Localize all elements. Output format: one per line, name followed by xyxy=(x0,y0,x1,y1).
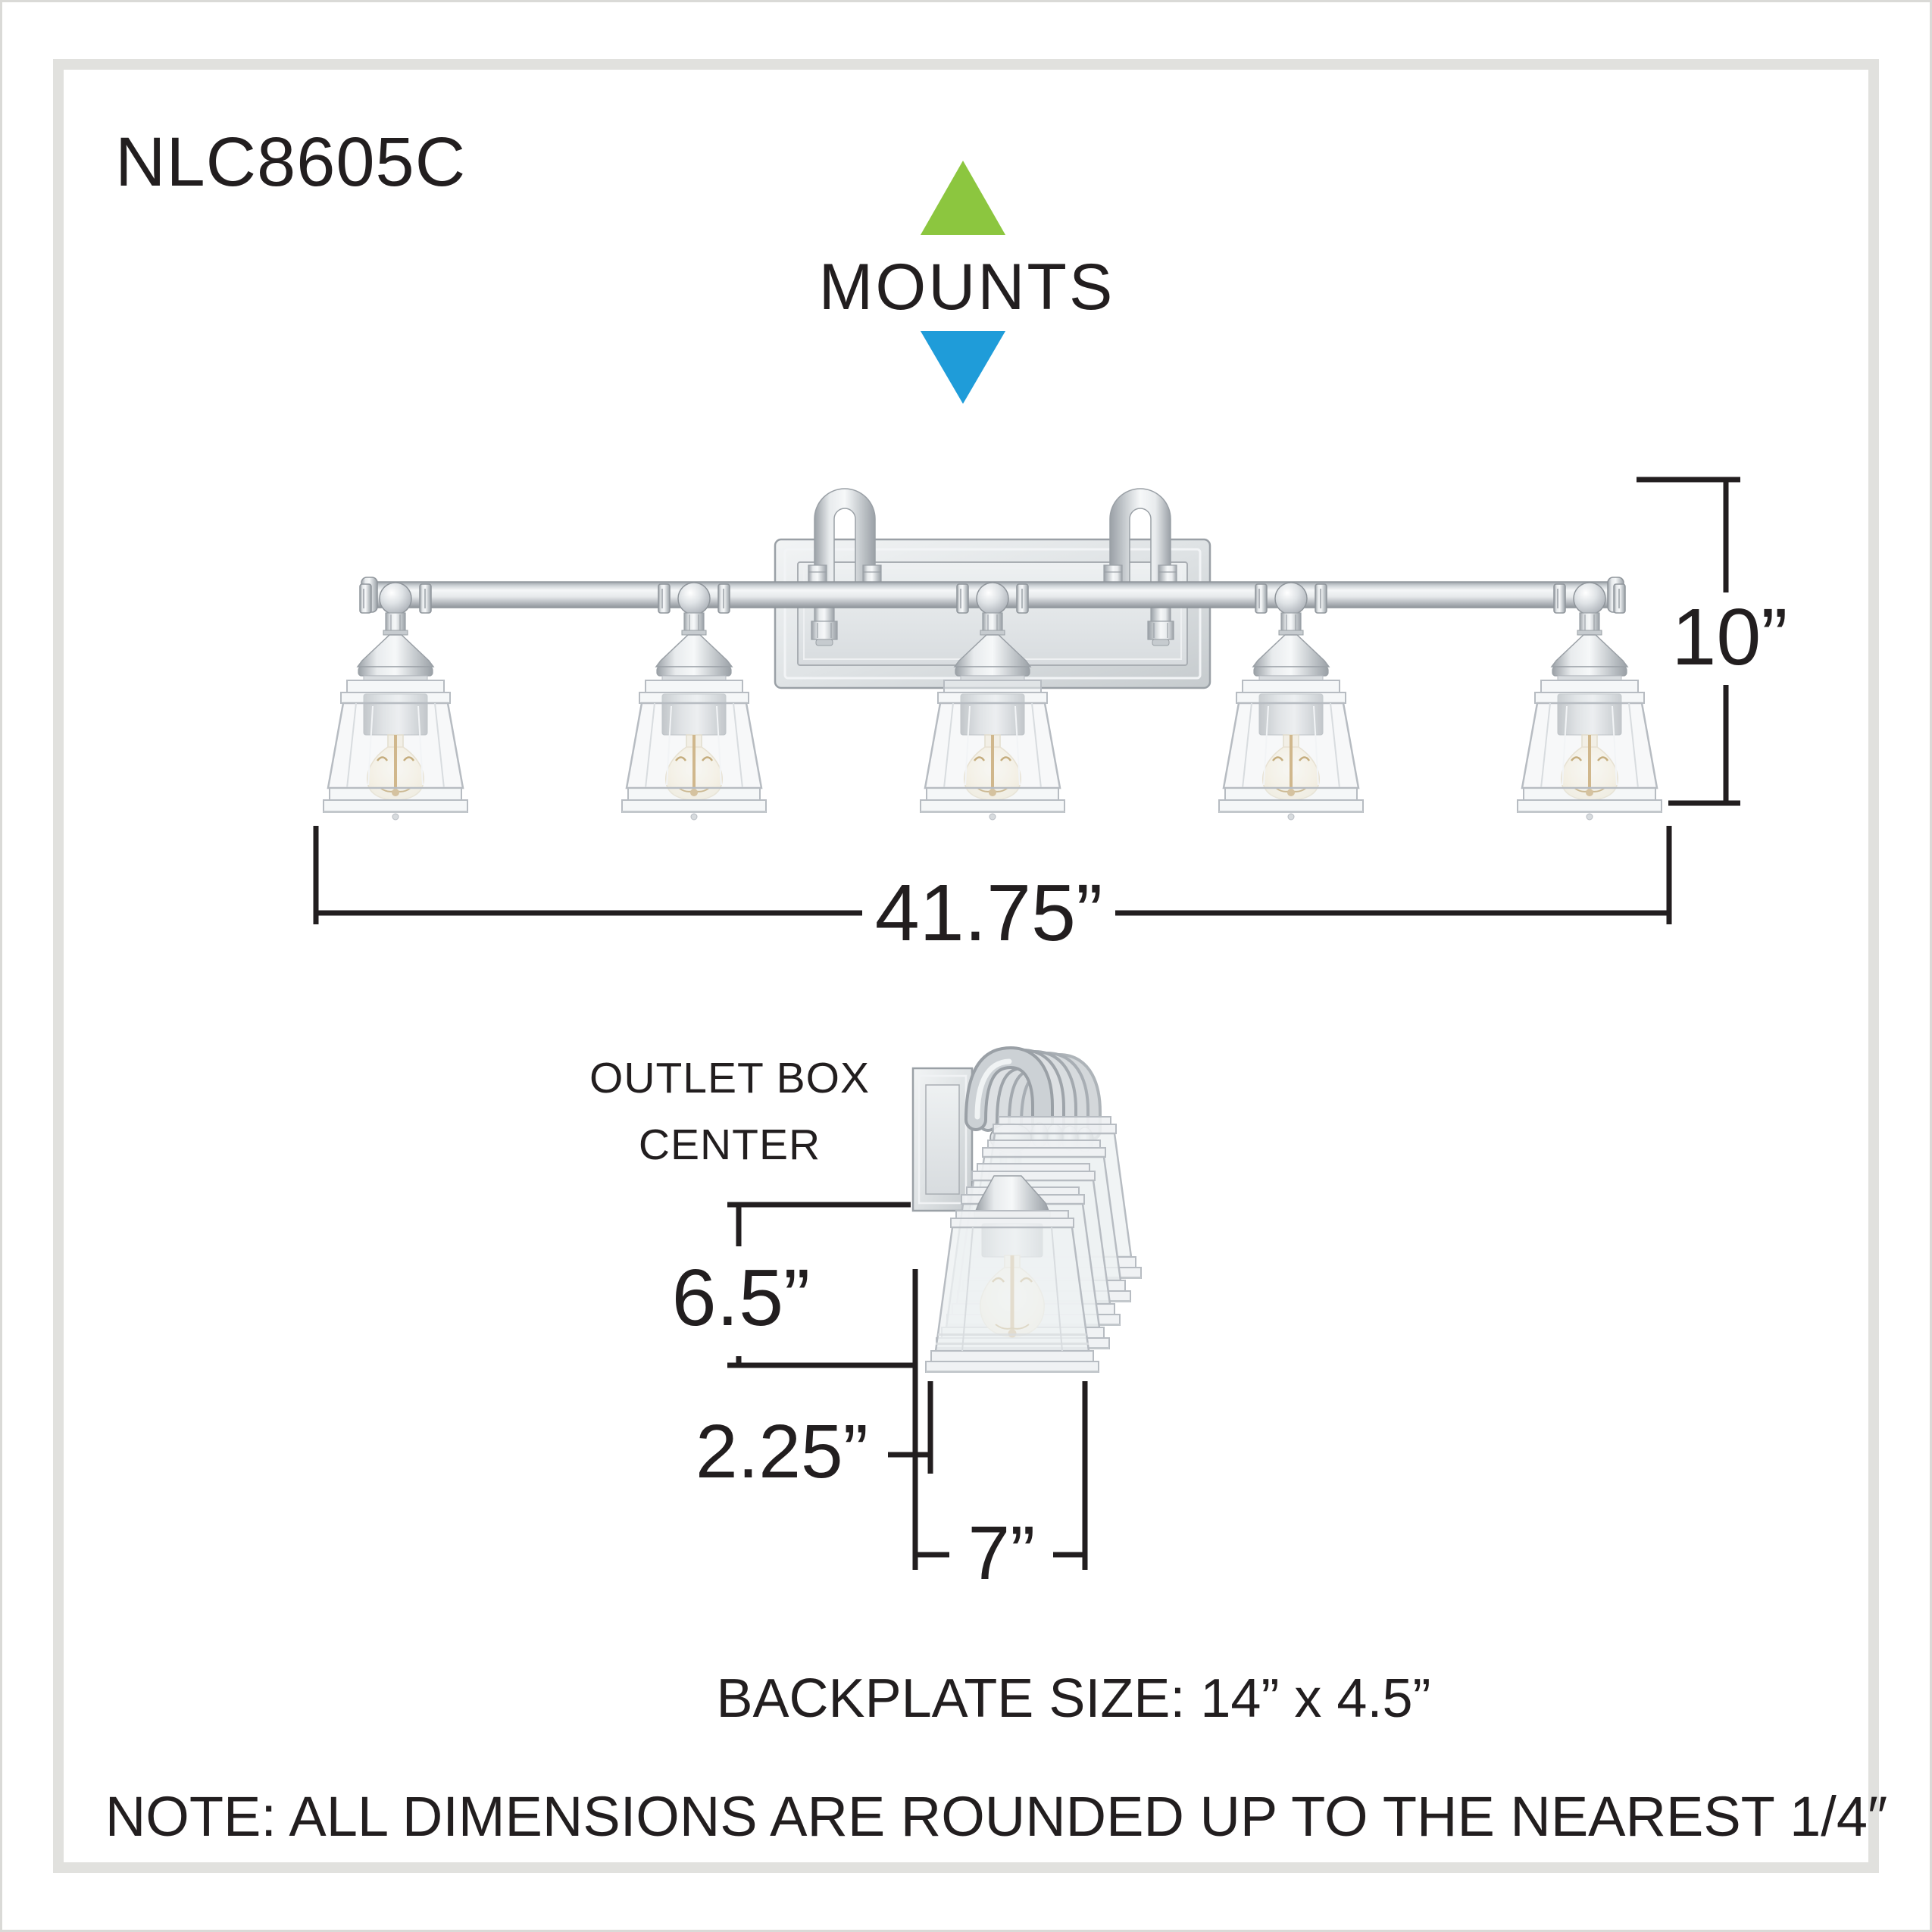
dimension-front-width: 41.75” xyxy=(874,868,1103,958)
rounding-note: NOTE: ALL DIMENSIONS ARE ROUNDED UP TO T… xyxy=(105,1785,1888,1848)
outlet-box-label-line2: CENTER xyxy=(638,1121,821,1169)
front-view-fixture xyxy=(322,488,1663,821)
backplate-size-note: BACKPLATE SIZE: 14” x 4.5” xyxy=(716,1668,1431,1729)
dimension-outlet-center: 6.5” xyxy=(671,1253,811,1343)
side-view-fixture xyxy=(911,1046,1143,1374)
lamp-2 xyxy=(621,581,767,821)
model-number: NLC8605C xyxy=(115,123,467,201)
lamp-1 xyxy=(322,581,469,821)
lamp-4 xyxy=(1218,581,1365,821)
outlet-box-label-line1: OUTLET BOX xyxy=(589,1054,871,1102)
side-view-dimensions xyxy=(727,1202,1088,1570)
mounts-indicator xyxy=(921,161,1005,404)
lamp-5 xyxy=(1516,581,1663,821)
mounts-down-arrow-icon xyxy=(921,331,1005,404)
mounts-label: MOUNTS xyxy=(818,251,1115,324)
dimension-depth: 2.25” xyxy=(696,1409,868,1494)
mounts-up-arrow-icon xyxy=(921,161,1005,235)
dimension-glass-width: 7” xyxy=(968,1511,1036,1596)
front-view-dimensions xyxy=(313,477,1740,924)
dimension-front-height: 10” xyxy=(1671,592,1788,682)
